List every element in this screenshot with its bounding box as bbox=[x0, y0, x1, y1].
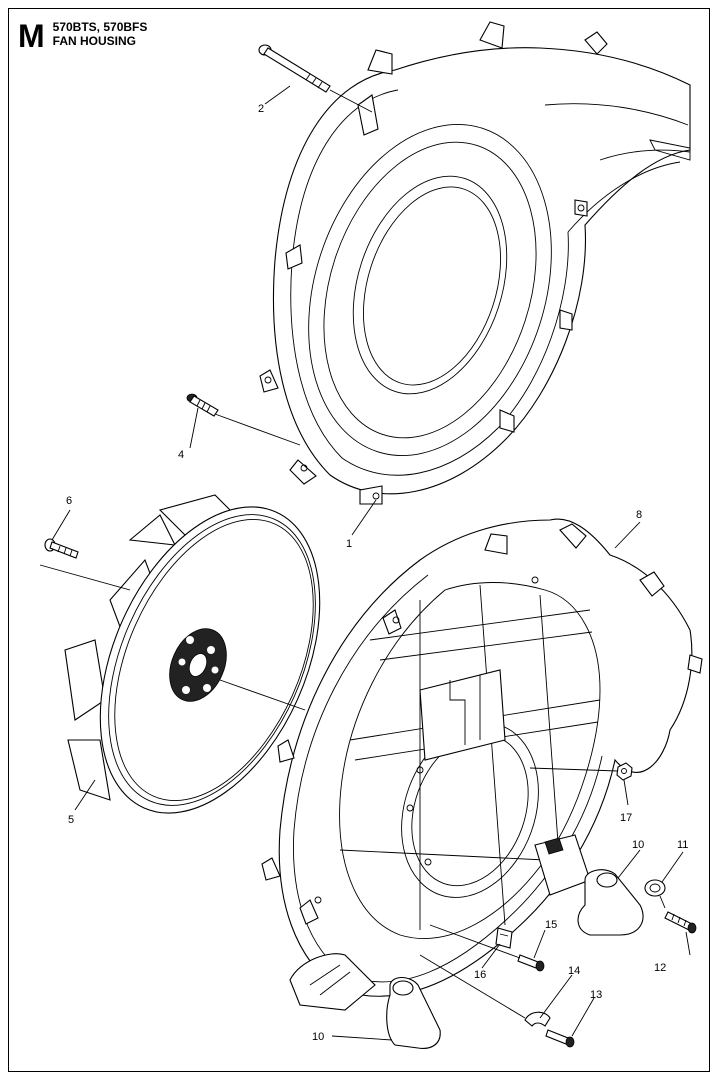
diagram-frame bbox=[8, 8, 710, 1072]
callout-6: 6 bbox=[66, 495, 72, 507]
screw-bottom bbox=[545, 1029, 575, 1048]
callout-11: 11 bbox=[677, 839, 688, 851]
section-letter: M bbox=[18, 18, 45, 54]
screw-right bbox=[664, 911, 697, 934]
rubber-foot-right bbox=[577, 869, 644, 936]
long-screw bbox=[258, 44, 331, 93]
callout-4: 4 bbox=[178, 449, 184, 461]
callout-10-lower: 10 bbox=[312, 1031, 324, 1043]
rubber-foot-left bbox=[386, 976, 441, 1049]
callout-15: 15 bbox=[545, 919, 557, 931]
callout-5: 5 bbox=[68, 814, 74, 826]
model-names: 570BTS, 570BFS bbox=[52, 20, 148, 34]
callout-13: 13 bbox=[590, 989, 602, 1001]
cable-clip-lower bbox=[524, 1011, 551, 1027]
callout-10-upper: 10 bbox=[632, 839, 644, 851]
callout-14: 14 bbox=[568, 965, 580, 977]
leader-lines bbox=[39, 85, 691, 1041]
screw-mid bbox=[517, 954, 545, 972]
hex-nut bbox=[616, 762, 633, 781]
callout-1: 1 bbox=[346, 538, 352, 550]
fan-housing-cover bbox=[259, 21, 691, 505]
callout-16: 16 bbox=[474, 969, 486, 981]
callout-8: 8 bbox=[636, 509, 642, 521]
cable-clip-mid bbox=[495, 927, 513, 949]
clamp-ring bbox=[644, 879, 666, 909]
callout-2: 2 bbox=[258, 103, 264, 115]
callout-12: 12 bbox=[654, 962, 666, 974]
fan-impeller bbox=[64, 494, 321, 814]
callout-17: 17 bbox=[620, 812, 632, 824]
short-screw bbox=[186, 393, 219, 417]
diagram-header: M 570BTS, 570BFS FAN HOUSING bbox=[18, 20, 147, 52]
callout-labels: 2 4 1 6 8 5 17 10 11 15 12 16 14 13 10 bbox=[66, 103, 688, 1043]
header-text: 570BTS, 570BFS FAN HOUSING bbox=[53, 20, 148, 48]
fan-bolt bbox=[44, 538, 79, 559]
section-title: FAN HOUSING bbox=[52, 34, 136, 48]
fan-housing-base bbox=[261, 518, 703, 1011]
